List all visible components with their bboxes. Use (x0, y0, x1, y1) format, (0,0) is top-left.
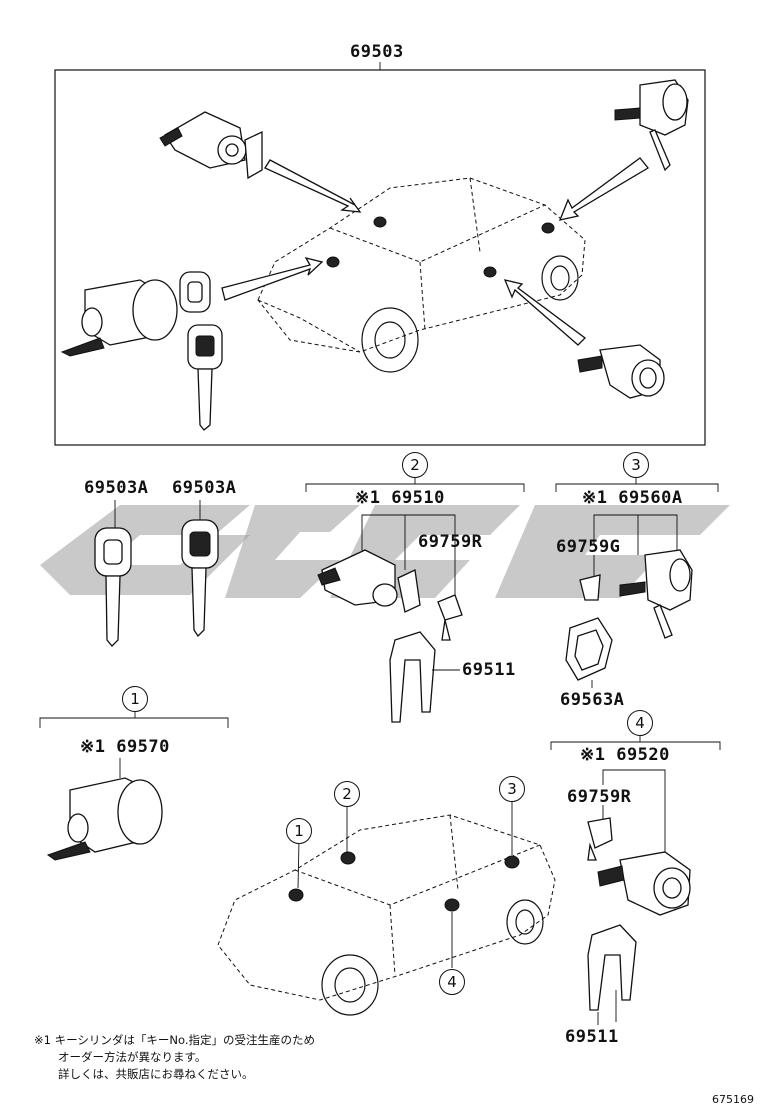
group-callout-3: 3 (623, 452, 649, 478)
group-callout-4: 4 (627, 710, 653, 736)
car-callout-1: 1 (286, 818, 312, 844)
group3-part-number: ※1 69560A (582, 488, 683, 508)
group-callout-1: 1 (122, 686, 148, 712)
group3-ring-number: 69563A (560, 690, 625, 710)
car-callout-3: 3 (499, 776, 525, 802)
group2-bracket-number: 69511 (462, 660, 516, 680)
car-callout-2: 2 (334, 781, 360, 807)
group4-pin-number: 69759R (567, 787, 632, 807)
key-top-1 (179, 271, 211, 313)
top-car-illustration (257, 177, 586, 373)
footnote-line-1: ※1 キーシリンダは「キーNo.指定」の受注生産のため (34, 1033, 315, 1047)
group4-part-number: ※1 69520 (580, 745, 670, 765)
car-callout-4: 4 (439, 969, 465, 995)
key-part-number-2: 69503A (172, 478, 237, 498)
key-group-1 (94, 527, 132, 647)
bracket-group4 (587, 924, 637, 1011)
group4-bracket-number: 69511 (565, 1027, 619, 1047)
group3-pin-number: 69759G (556, 537, 621, 557)
key-top-2 (187, 324, 223, 431)
bottom-car-illustration (217, 800, 556, 1016)
footnote-line-3: 詳しくは、共販店にお尋ねください。 (58, 1067, 254, 1081)
door-lock-cylinder-group4 (597, 851, 691, 916)
trunk-lock-cylinder-group3 (619, 549, 693, 639)
door-lock-cylinder-group2 (317, 549, 421, 613)
ignition-cylinder-top (60, 279, 178, 357)
key-group-2 (181, 519, 219, 638)
key-part-number-1: 69503A (84, 478, 149, 498)
door-cylinder-right-top (577, 344, 665, 399)
group2-part-number: ※1 69510 (355, 488, 445, 508)
group-callout-2: 2 (402, 452, 428, 478)
ignition-cylinder-group1 (46, 777, 163, 861)
pin-group4 (587, 817, 613, 861)
bracket-group2 (389, 631, 436, 723)
lever-pin-group2 (437, 594, 463, 641)
assembly-part-number: 69503 (350, 42, 404, 62)
door-lock-cylinder-top (159, 111, 263, 180)
figure-id: 675169 (712, 1093, 754, 1106)
assembly-box (54, 69, 706, 446)
ring-group3 (565, 617, 613, 681)
footnote-line-2: オーダー方法が異なります。 (58, 1050, 207, 1064)
group2-pin-number: 69759R (418, 532, 483, 552)
group1-part-number: ※1 69570 (80, 737, 170, 757)
pin-group3 (579, 574, 601, 601)
trunk-lock-top (614, 79, 689, 172)
